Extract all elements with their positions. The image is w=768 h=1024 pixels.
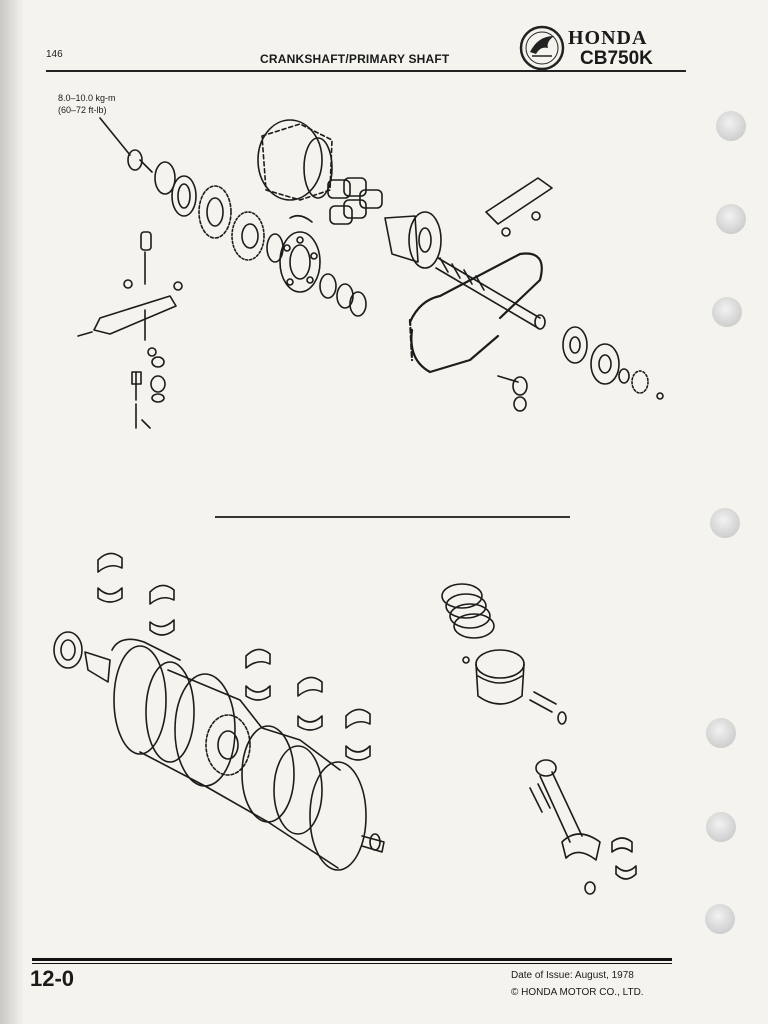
washer xyxy=(171,175,197,217)
starter-clutch-outer xyxy=(257,119,333,201)
drive-gear xyxy=(231,211,265,261)
honda-wing-emblem-icon xyxy=(519,25,565,71)
footer-rule-thin xyxy=(32,963,672,964)
model-name: CB750K xyxy=(580,48,653,69)
binder-hole-icon xyxy=(712,297,742,327)
primary-sprocket xyxy=(198,185,232,239)
tensioner-assembly xyxy=(77,231,183,429)
header-rule xyxy=(46,70,686,72)
damper-hub xyxy=(384,211,442,269)
right-bearing xyxy=(562,326,664,400)
date-of-issue: Date of Issue: August, 1978 xyxy=(511,970,634,981)
bearing xyxy=(279,231,321,293)
main-bearing-shells xyxy=(97,552,371,761)
section-title: CRANKSHAFT/PRIMARY SHAFT xyxy=(260,52,450,66)
oil-seal xyxy=(53,631,83,669)
connecting-rod xyxy=(529,759,637,895)
brand-block: HONDA CB750K xyxy=(568,28,653,70)
binder-hole-icon xyxy=(716,204,746,234)
binder-hole-icon xyxy=(706,718,736,748)
damper-rubbers xyxy=(327,177,383,225)
binder-hole-icon xyxy=(710,508,740,538)
binder-hole-icon xyxy=(705,904,735,934)
page-number: 146 xyxy=(46,49,63,60)
diagram-divider-rule xyxy=(215,516,570,518)
primary-bolt xyxy=(127,149,153,173)
piston xyxy=(462,649,525,705)
footer-rule xyxy=(32,958,672,961)
piston-pin xyxy=(529,691,567,725)
page-edge-shadow xyxy=(0,0,24,1024)
torque-metric: 8.0–10.0 kg-m xyxy=(58,93,116,103)
torque-spec-label: 8.0–10.0 kg-m (60–72 ft-lb) xyxy=(58,92,116,116)
washer xyxy=(154,161,176,195)
piston-rings xyxy=(441,583,495,639)
binder-hole-icon xyxy=(706,812,736,842)
chain-guide-bracket xyxy=(485,177,553,237)
binder-hole-icon xyxy=(716,111,746,141)
primary-shaft xyxy=(435,257,546,330)
chain-adjuster-lever xyxy=(497,375,528,412)
primary-chain xyxy=(408,252,543,374)
torque-leader-line xyxy=(99,117,131,156)
torque-imperial: (60–72 ft-lb) xyxy=(58,105,107,115)
section-page-number: 12-0 xyxy=(30,966,75,991)
crankshaft xyxy=(84,638,385,871)
copyright-notice: © HONDA MOTOR CO., LTD. xyxy=(511,987,644,998)
circlip xyxy=(289,214,313,223)
brand-name: HONDA xyxy=(568,27,648,49)
